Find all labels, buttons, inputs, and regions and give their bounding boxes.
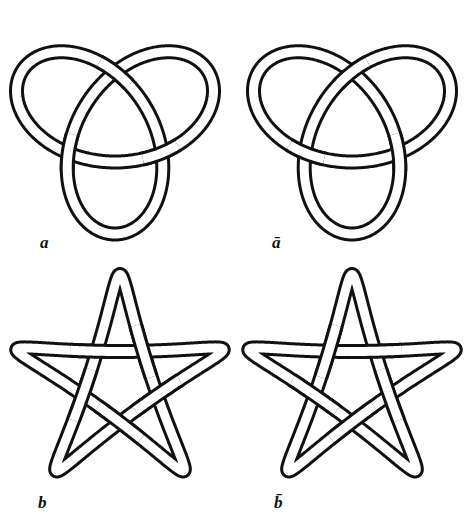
tube-fill	[249, 275, 455, 471]
tube-fill	[321, 325, 337, 377]
star-knot	[17, 275, 223, 471]
mirror-star-knot	[249, 275, 455, 471]
figure-letter: b̄	[274, 494, 283, 511]
tube-outline	[292, 380, 336, 411]
tube-outline	[143, 145, 178, 159]
tube-outline	[67, 134, 72, 171]
tube-outline	[135, 380, 179, 411]
tube-outline	[98, 406, 141, 439]
tube-fill	[67, 134, 72, 171]
tube-outline	[136, 325, 152, 377]
tube-outline	[338, 62, 367, 85]
tube-fill	[348, 350, 402, 351]
tube-fill	[98, 406, 141, 439]
tube-outline	[331, 406, 374, 439]
tube-fill	[99, 62, 128, 85]
tube-fill	[70, 350, 124, 351]
tube-fill	[395, 134, 400, 171]
tube-fill	[17, 52, 214, 234]
tube-fill	[17, 275, 223, 471]
tube-outline	[70, 350, 124, 351]
tube-outline	[348, 350, 402, 351]
tube-fill	[73, 369, 91, 420]
tube-outline	[73, 369, 91, 420]
tube-fill	[289, 145, 324, 159]
tube-outline	[17, 52, 214, 234]
figure-letter: a	[40, 234, 49, 251]
tube-outline	[17, 275, 223, 471]
mirror-trefoil-knot	[254, 52, 451, 234]
figure-letter: b	[38, 494, 47, 511]
tube-fill	[292, 380, 336, 411]
tube-fill	[135, 380, 179, 411]
tube-outline	[395, 134, 400, 171]
trefoil-knot	[17, 52, 214, 234]
tube-outline	[254, 52, 451, 234]
tube-fill	[136, 325, 152, 377]
tube-outline	[289, 145, 324, 159]
tube-fill	[331, 406, 374, 439]
tube-outline	[321, 325, 337, 377]
tube-outline	[249, 275, 455, 471]
tube-outline	[381, 369, 399, 420]
tube-fill	[381, 369, 399, 420]
figure-letter: ā	[272, 234, 281, 251]
tube-fill	[143, 145, 178, 159]
tube-outline	[99, 62, 128, 85]
tube-fill	[338, 62, 367, 85]
tube-fill	[254, 52, 451, 234]
